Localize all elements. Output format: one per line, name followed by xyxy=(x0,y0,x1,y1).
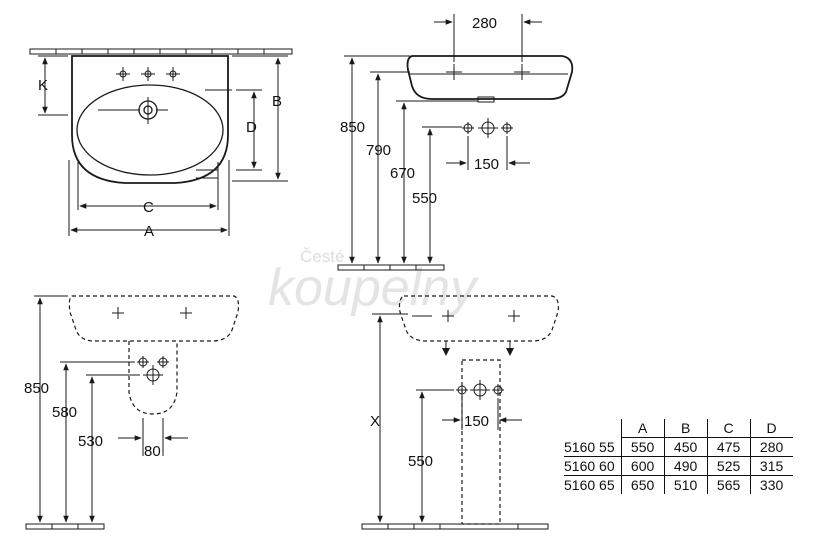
table-row: 5160 55 550 450 475 280 xyxy=(564,437,793,457)
dim-280-label: 280 xyxy=(472,15,497,32)
arrow-down-right-icon xyxy=(506,348,514,356)
table-header-cell: B xyxy=(663,419,708,438)
dim-790-label: 790 xyxy=(366,142,391,159)
pedestal-view: 150 X 550 xyxy=(361,295,559,530)
dim-a-label: A xyxy=(144,223,154,240)
tap-holes-dashed xyxy=(112,307,192,319)
floor-hatch-pedestal xyxy=(361,523,549,530)
table-cell: 490 xyxy=(663,456,708,476)
table-cell: 550 xyxy=(620,437,665,457)
table-header-cell: C xyxy=(706,419,751,438)
wall-taps-side xyxy=(462,118,513,138)
front-view: K B D C A xyxy=(29,48,293,240)
dim-80-label: 80 xyxy=(144,443,161,460)
table-cell: 5160 60 xyxy=(564,456,622,476)
table-header-cell: A xyxy=(620,419,665,438)
table-cell: 315 xyxy=(749,456,793,476)
tap-holes-front xyxy=(116,67,180,81)
dim-580-label: 580 xyxy=(52,404,77,421)
basin-side-outline xyxy=(406,55,574,100)
pedestal-dashed-outline xyxy=(461,359,501,525)
watermark-large-text: koupelny xyxy=(268,259,479,317)
table-cell: 330 xyxy=(749,475,793,494)
dim-850-label-half: 850 xyxy=(24,380,49,397)
table-cell: 650 xyxy=(620,475,665,494)
table-cell: 280 xyxy=(749,437,793,457)
side-view: 280 850 790 670 550 150 xyxy=(337,14,574,271)
dim-150-label: 150 xyxy=(474,156,499,173)
basin-pedestal-dashed-outline xyxy=(398,295,559,342)
dim-k-label: K xyxy=(38,77,48,94)
basin-dashed-outline xyxy=(68,295,240,342)
floor-hatch-side xyxy=(337,264,445,271)
table-cell: 600 xyxy=(620,456,665,476)
floor-hatch-half xyxy=(25,523,105,530)
table-cell: 510 xyxy=(663,475,708,494)
half-pedestal-outline xyxy=(128,341,178,415)
table-cell: 5160 65 xyxy=(564,475,622,494)
basin-front-outline xyxy=(71,55,229,184)
dim-550-label-pedestal: 550 xyxy=(408,453,433,470)
table-cell: 450 xyxy=(663,437,708,457)
dim-x-label: X xyxy=(370,413,380,430)
table-cell: 475 xyxy=(706,437,751,457)
watermark-small-text: Česté xyxy=(300,247,344,266)
table-header-row: A B C D xyxy=(564,419,793,438)
wall-taps-half xyxy=(137,356,169,385)
arrow-down-left-icon xyxy=(442,348,450,356)
wall-hatch-front xyxy=(29,48,293,55)
dim-670-label: 670 xyxy=(390,165,415,182)
wall-taps-pedestal xyxy=(456,380,504,400)
half-pedestal-view: 850 580 530 80 xyxy=(24,295,240,530)
table-header-cell: D xyxy=(749,419,793,438)
table-header-cell xyxy=(564,419,621,438)
table-row: 5160 65 650 510 565 330 xyxy=(564,475,793,494)
table-row: 5160 60 600 490 525 315 xyxy=(564,456,793,476)
table-cell: 565 xyxy=(706,475,751,494)
dim-530-label: 530 xyxy=(78,433,103,450)
dim-c-label: C xyxy=(143,199,154,216)
dim-b-label: B xyxy=(272,93,282,110)
table-cell: 5160 55 xyxy=(564,437,622,457)
tap-holes-side xyxy=(446,64,530,80)
basin-bowl xyxy=(76,84,224,176)
dim-850-label: 850 xyxy=(340,119,365,136)
dim-d-label: D xyxy=(246,119,257,136)
tap-holes-pedestal xyxy=(412,310,520,322)
dim-150-label-pedestal: 150 xyxy=(464,413,489,430)
dim-550-label: 550 xyxy=(412,190,437,207)
table-cell: 525 xyxy=(706,456,751,476)
dimensions-table: A B C D 5160 55 550 450 475 280 5160 60 … xyxy=(564,419,793,494)
